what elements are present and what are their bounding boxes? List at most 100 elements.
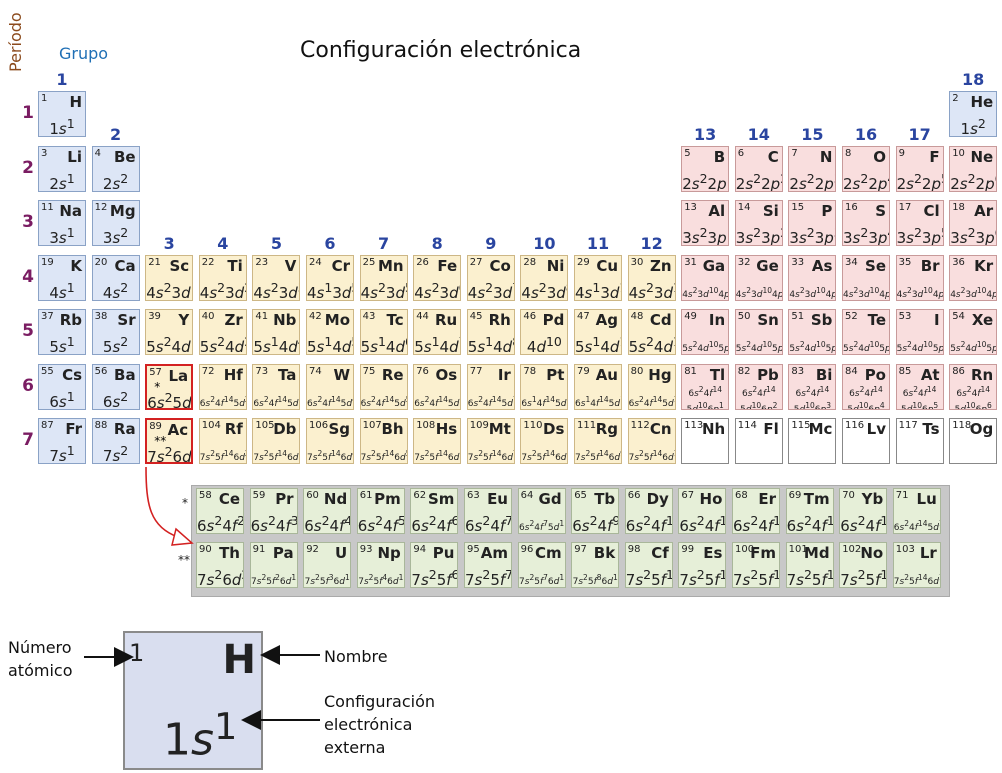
element-nd[interactable]: 60Nd6s24f4 <box>303 488 352 534</box>
element-cr[interactable]: 24Cr4s13d5 <box>306 254 354 301</box>
element-er[interactable]: 68Er6s24f12 <box>732 488 780 534</box>
element-ag[interactable]: 47Ag5s14d10 <box>574 309 622 355</box>
element-tc[interactable]: 43Tc5s14d6 <box>359 309 408 355</box>
element-s[interactable]: 16S3s23p4 <box>842 200 890 246</box>
element-v[interactable]: 23V4s23d3 <box>252 254 301 301</box>
element-re[interactable]: 75Re6s24f145d5 <box>359 363 408 410</box>
element-ds[interactable]: 110Ds7s25f146d8 <box>520 418 569 464</box>
element-kr[interactable]: 36Kr4s23d104p6 <box>949 254 998 301</box>
element-es[interactable]: 99Es7s25f11 <box>678 542 727 588</box>
element-no[interactable]: 102No7s25f14 <box>839 542 888 588</box>
element-au[interactable]: 79Au6s14f145d10 <box>574 363 622 410</box>
element-ne[interactable]: 10Ne2s22p6 <box>949 145 998 192</box>
element-md[interactable]: 101Md7s25f13 <box>785 542 834 588</box>
element-cl[interactable]: 17Cl3s23p5 <box>895 200 944 246</box>
element-mo[interactable]: 42Mo5s14d5 <box>306 309 354 355</box>
element-fm[interactable]: 100Fm7s25f12 <box>732 542 780 588</box>
element-pt[interactable]: 78Pt6s14f145d9 <box>520 363 569 410</box>
element-hf[interactable]: 72Hf6s24f145d2 <box>198 363 247 410</box>
element-pr[interactable]: 59Pr6s24f3 <box>249 488 298 534</box>
element-zn[interactable]: 30Zn4s23d10 <box>627 254 676 301</box>
element-cu[interactable]: 29Cu4s13d10 <box>574 254 622 301</box>
element-in[interactable]: 49In5s24d105p1 <box>681 309 730 355</box>
element-c[interactable]: 6C2s22p2 <box>734 145 783 192</box>
element-sn[interactable]: 50Sn5s24d105p2 <box>734 309 783 355</box>
element-rh[interactable]: 45Rh5s14d8 <box>466 309 515 355</box>
element-pm[interactable]: 61Pm6s24f5 <box>356 488 405 534</box>
element-hs[interactable]: 108Hs7s25f146d6 <box>413 418 462 464</box>
element-fe[interactable]: 26Fe4s23d6 <box>413 254 462 301</box>
element-co[interactable]: 27Co4s23d7 <box>466 254 515 301</box>
element-ni[interactable]: 28Ni4s23d8 <box>520 254 569 301</box>
element-pu[interactable]: 94Pu7s25f6 <box>410 542 459 588</box>
element-br[interactable]: 35Br4s23d104p5 <box>895 254 944 301</box>
element-w[interactable]: 74W6s24f145d4 <box>306 363 354 410</box>
element-cd[interactable]: 48Cd5s24d10 <box>627 309 676 355</box>
element-sb[interactable]: 51Sb5s24d105p3 <box>788 309 837 355</box>
element-ta[interactable]: 73Ta6s24f145d3 <box>252 363 301 410</box>
element-b[interactable]: 5B2s22p1 <box>681 145 730 192</box>
element-ga[interactable]: 31Ga4s23d104p1 <box>681 254 730 301</box>
element-ho[interactable]: 67Ho6s24f11 <box>678 488 727 534</box>
element-sc[interactable]: 21Sc4s23d1 <box>145 254 194 301</box>
element-te[interactable]: 52Te5s24d105p4 <box>842 309 890 355</box>
element-mn[interactable]: 25Mn4s23d5 <box>359 254 408 301</box>
element-cf[interactable]: 98Cf7s25f10 <box>624 542 673 588</box>
element-db[interactable]: 105Db7s25f146d3 <box>252 418 301 464</box>
element-ru[interactable]: 44Ru5s14d7 <box>413 309 462 355</box>
element-th[interactable]: 90Th7s26d2 <box>196 542 244 588</box>
element-i[interactable]: 53I5s24d105p5 <box>895 309 944 355</box>
element-xe[interactable]: 54Xe5s24d105p6 <box>949 309 998 355</box>
element-ce[interactable]: 58Ce6s24f2 <box>196 488 244 534</box>
element-rf[interactable]: 104Rf7s25f146d2 <box>198 418 247 464</box>
element-o[interactable]: 8O2s22p4 <box>842 145 890 192</box>
element-bh[interactable]: 107Bh7s25f146d5 <box>359 418 408 464</box>
element-hg[interactable]: 80Hg6s24f145d10 <box>627 363 676 410</box>
element-dy[interactable]: 66Dy6s24f10 <box>624 488 673 534</box>
element-rg[interactable]: 111Rg7s25f146d9 <box>574 418 622 464</box>
element-p[interactable]: 15P3s23p3 <box>788 200 837 246</box>
element-mt[interactable]: 109Mt7s25f146d7 <box>466 418 515 464</box>
element-am[interactable]: 95Am7s25f7 <box>464 542 512 588</box>
element-y[interactable]: 39Y5s24d1 <box>145 309 194 355</box>
element-os[interactable]: 76Os6s24f145d6 <box>413 363 462 410</box>
element-si[interactable]: 14Si3s23p2 <box>734 200 783 246</box>
element-cn[interactable]: 112Cn7s25f146d10 <box>627 418 676 464</box>
element-eu[interactable]: 63Eu6s24f7 <box>464 488 512 534</box>
element-sg[interactable]: 106Sg7s25f146d4 <box>306 418 354 464</box>
